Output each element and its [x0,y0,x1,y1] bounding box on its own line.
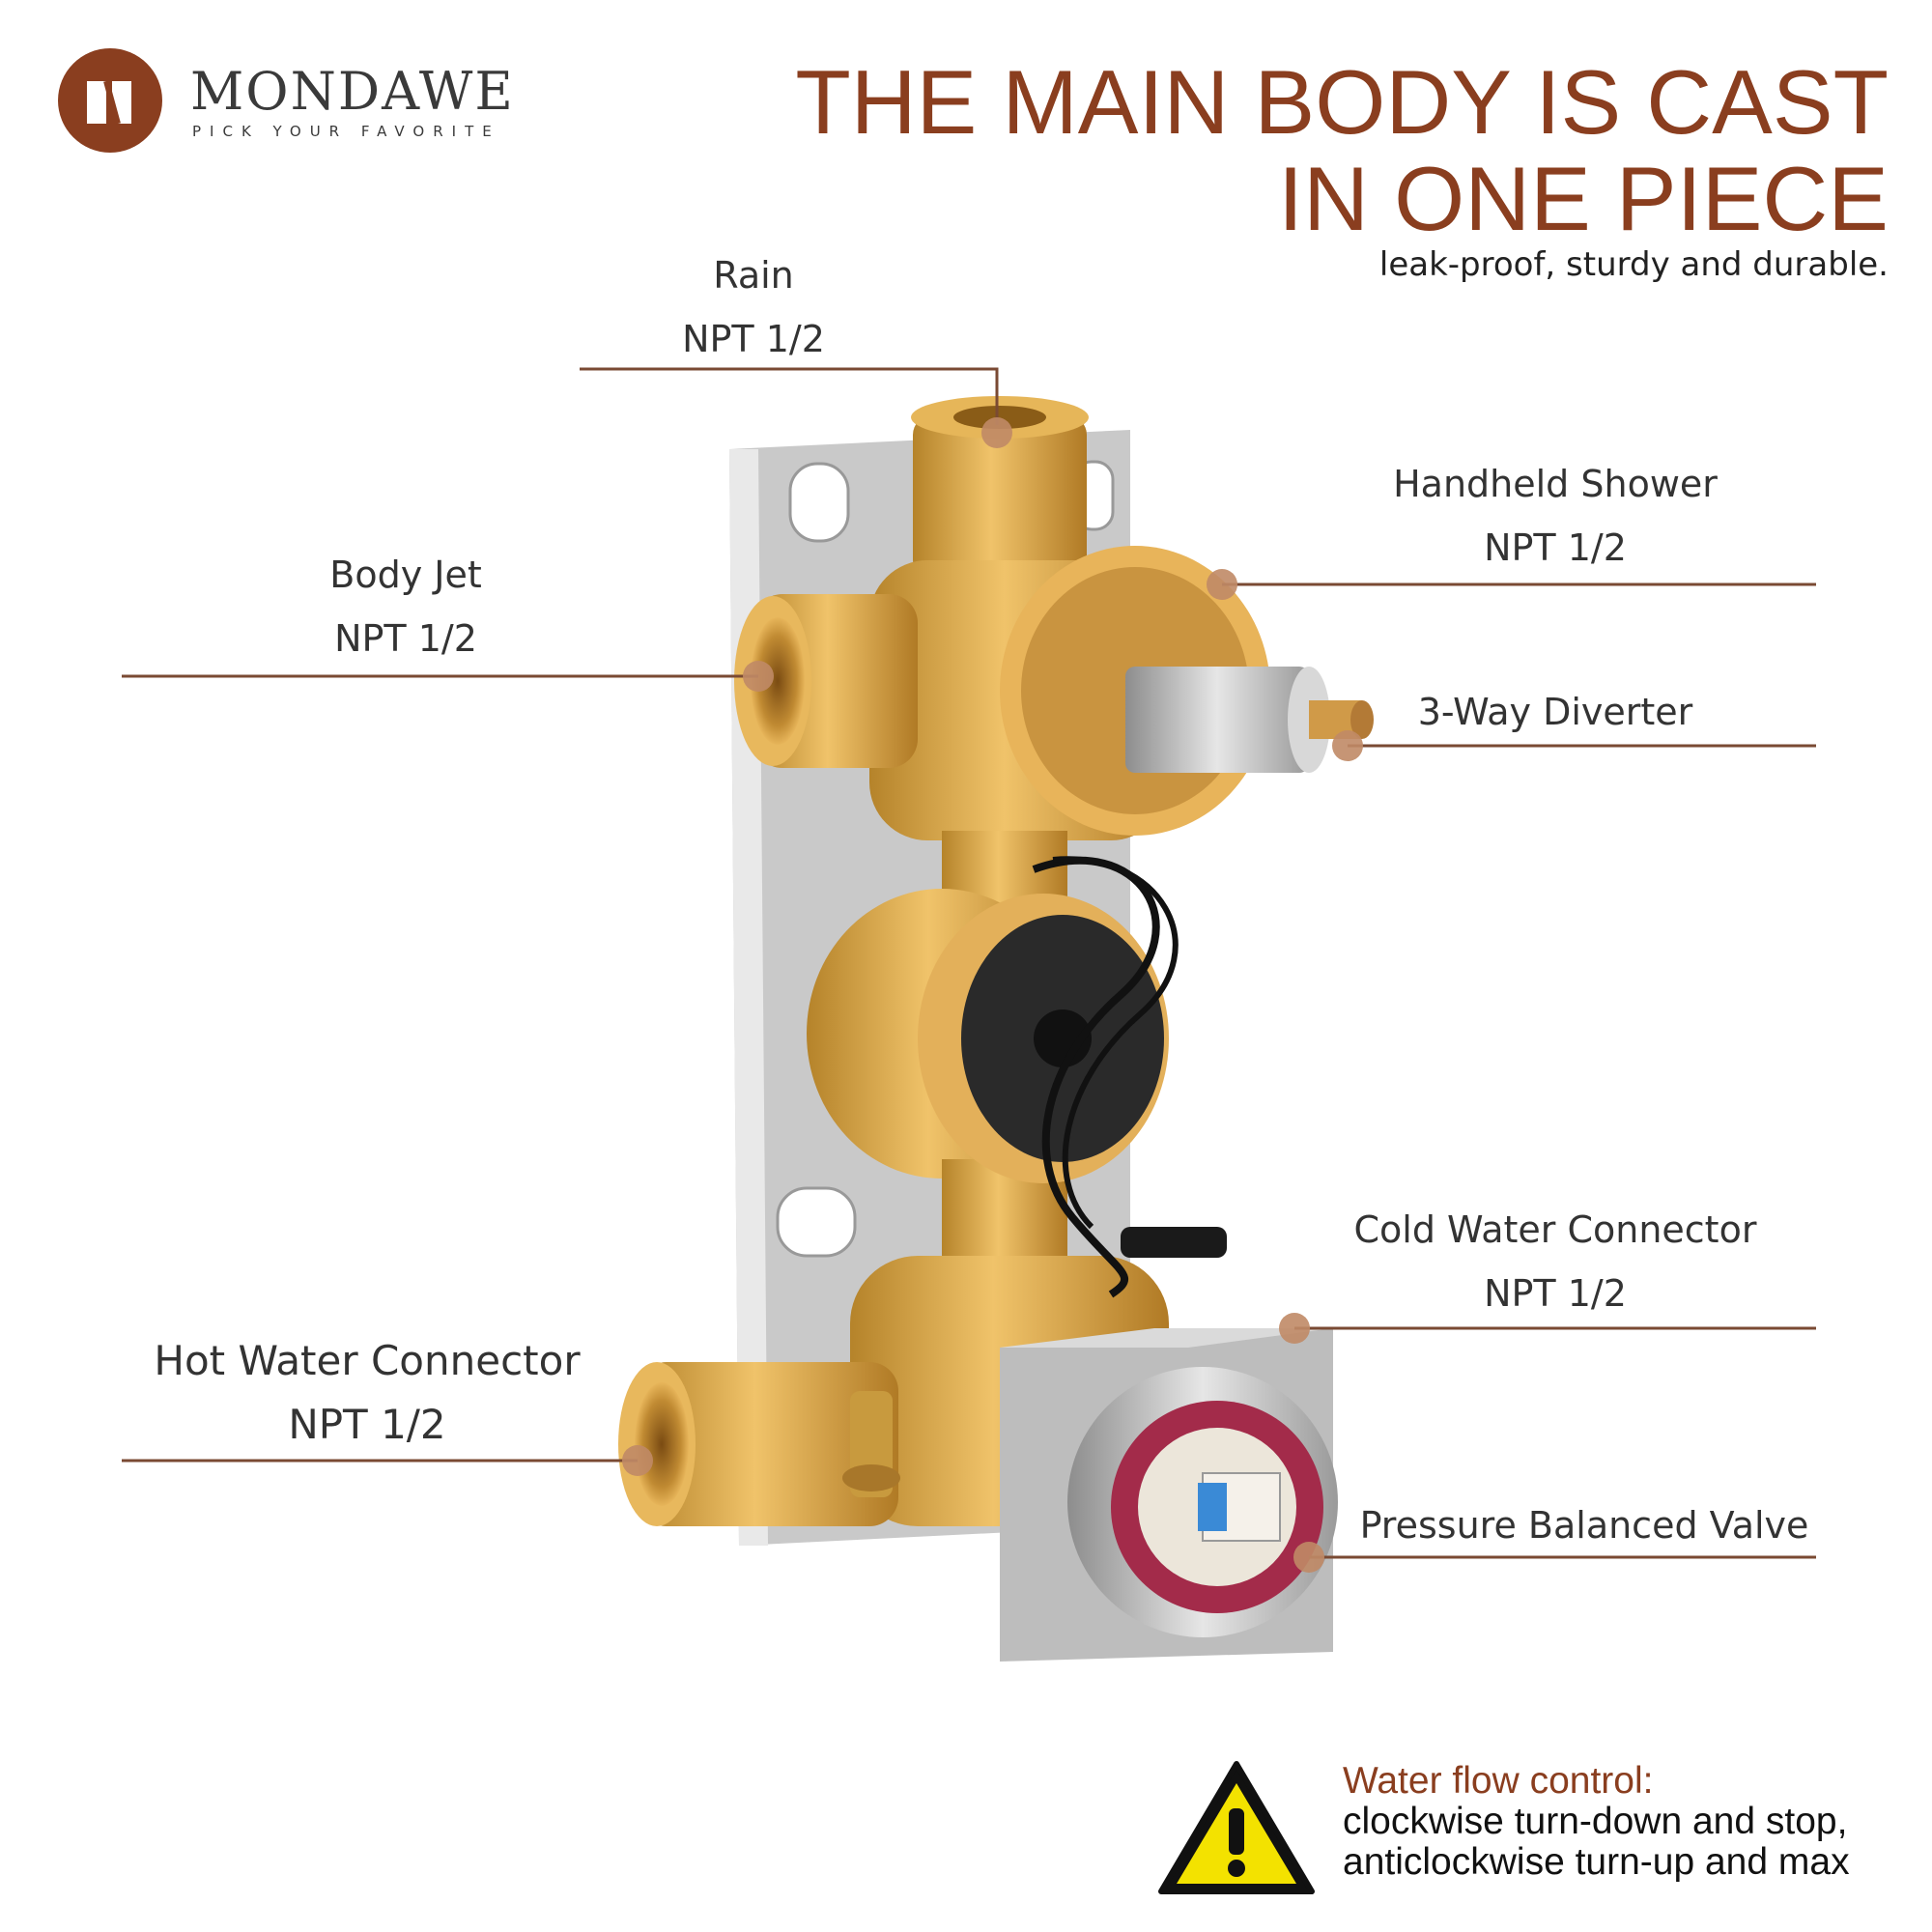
callout-cold-water-connector: Cold Water Connector NPT 1/2 [1323,1198,1787,1325]
callout-handheld-shower: Handheld Shower NPT 1/2 [1333,452,1777,580]
marker-cold [1279,1313,1310,1344]
callout-name: Hot Water Connector [154,1337,581,1384]
callout-name: Body Jet [329,554,482,596]
pressure-valve-trim [1000,1328,1338,1662]
callout-name: Rain [713,254,794,297]
brand-tagline: PICK YOUR FAVORITE [192,123,500,140]
callout-name: Pressure Balanced Valve [1359,1504,1809,1547]
sensor-module [918,856,1227,1298]
headline-subtitle: leak-proof, sturdy and durable. [1378,245,1889,284]
leader-rain [580,367,999,425]
headline: THE MAIN BODY IS CAST IN ONE PIECE [795,54,1889,247]
logo-icon [58,48,162,153]
callout-hot-water-connector: Hot Water Connector NPT 1/2 [126,1329,609,1457]
callout-spec: NPT 1/2 [1484,526,1627,569]
warning-line-1: clockwise turn-down and stop, [1343,1801,1848,1842]
callout-name: Cold Water Connector [1353,1208,1757,1251]
headline-line-2: IN ONE PIECE [1277,148,1889,249]
callout-body-jet: Body Jet NPT 1/2 [270,543,541,670]
brand-name: MONDAWE [190,61,515,122]
marker-diverter [1332,730,1363,761]
callout-spec: NPT 1/2 [334,617,477,660]
callout-spec: NPT 1/2 [682,318,825,360]
callout-rain: Rain NPT 1/2 [618,243,889,371]
callout-pressure-balanced-valve: Pressure Balanced Valve [1357,1493,1811,1557]
brand-logo: MONDAWE PICK YOUR FAVORITE [58,48,560,155]
marker-pressure [1293,1542,1324,1573]
callout-spec: NPT 1/2 [288,1401,446,1448]
callout-spec: NPT 1/2 [1484,1272,1627,1315]
marker-rain [981,417,1012,448]
callout-name: 3-Way Diverter [1417,691,1693,733]
marker-body-jet [743,661,774,692]
warning-title: Water flow control: [1343,1760,1654,1802]
diverter-cartridge [1000,546,1374,836]
headline-line-1: THE MAIN BODY IS CAST [795,51,1889,153]
warning-icon [1158,1761,1315,1894]
warning-line-2: anticlockwise turn-up and max [1343,1841,1850,1883]
marker-handheld [1207,569,1237,600]
callout-3-way-diverter: 3-Way Diverter [1391,680,1719,744]
marker-hot [622,1445,653,1476]
callout-name: Handheld Shower [1393,463,1718,505]
